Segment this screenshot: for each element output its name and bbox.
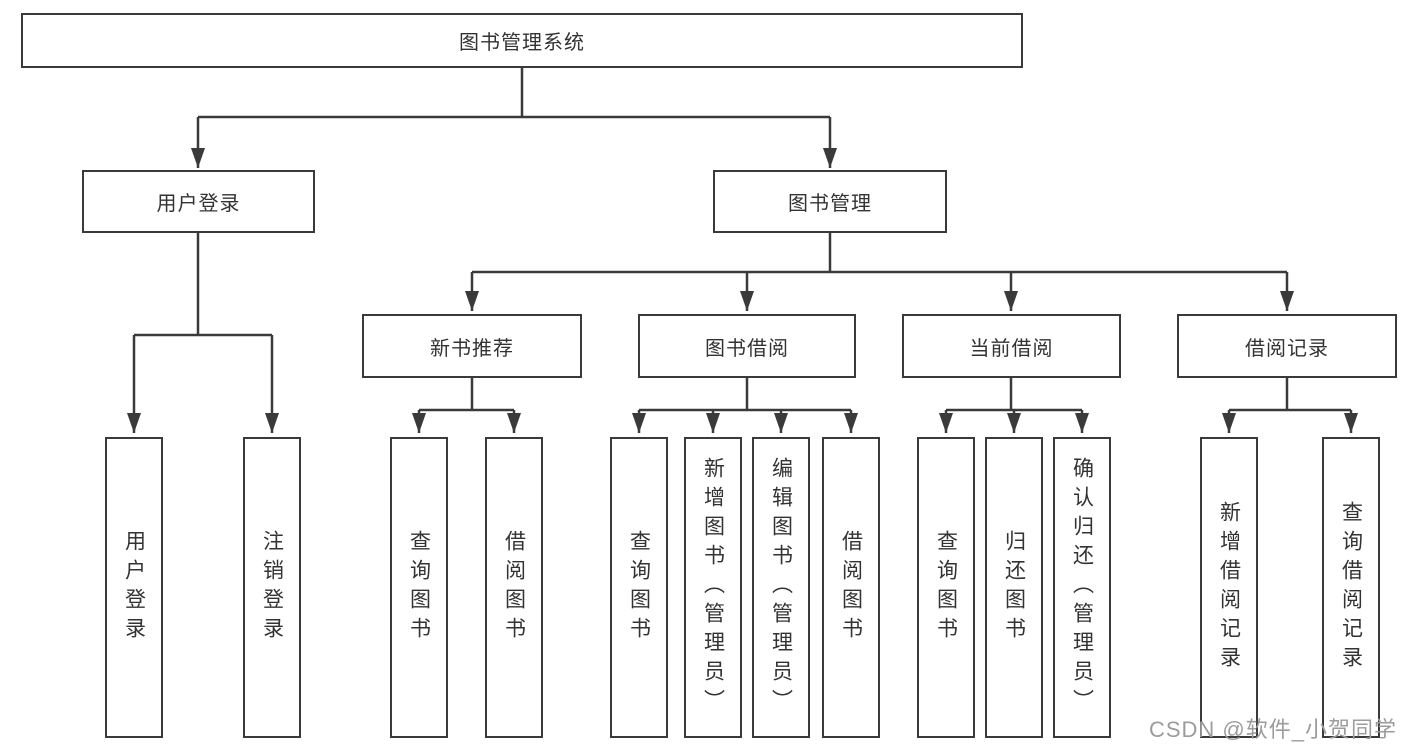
node-book-management-label: 图书管理 [788,193,872,215]
node-leaf-bb-borrow-books: 借阅图书 [822,437,880,738]
node-leaf-cb-query-books-label: 查询图书 [934,529,958,646]
node-user-login: 用户登录 [82,170,315,233]
node-leaf-br-query-record: 查询借阅记录 [1322,437,1380,738]
node-leaf-logout: 注销登录 [243,437,301,738]
node-new-book-recommend: 新书推荐 [362,314,582,378]
node-leaf-user-login-label: 用户登录 [122,529,146,646]
node-borrowing-records: 借阅记录 [1177,314,1397,378]
node-current-borrowing: 当前借阅 [902,314,1121,378]
node-new-book-recommend-label: 新书推荐 [430,337,514,360]
node-leaf-cb-query-books: 查询图书 [917,437,975,738]
node-leaf-bb-add-books: 新增图书（管理员） [684,437,742,738]
watermark: CSDN @软件_小贺同学 [1148,717,1397,742]
node-borrowing-records-label: 借阅记录 [1245,337,1329,360]
node-leaf-rec-borrow-books: 借阅图书 [485,437,543,738]
node-leaf-bb-query-books: 查询图书 [610,437,668,738]
node-book-borrowing: 图书借阅 [638,314,856,378]
node-leaf-cb-confirm-return-label: 确认归还（管理员） [1070,457,1094,718]
node-leaf-user-login: 用户登录 [105,437,163,738]
node-leaf-bb-add-books-label: 新增图书（管理员） [701,457,725,718]
node-leaf-rec-borrow-books-label: 借阅图书 [502,529,526,646]
node-leaf-cb-confirm-return: 确认归还（管理员） [1053,437,1111,738]
node-user-login-label: 用户登录 [156,193,241,215]
node-leaf-cb-return-books-label: 归还图书 [1002,529,1026,646]
node-book-management: 图书管理 [713,170,947,233]
node-leaf-logout-label: 注销登录 [260,529,284,646]
node-leaf-rec-query-books: 查询图书 [390,437,448,738]
node-leaf-rec-query-books-label: 查询图书 [407,529,431,646]
node-leaf-cb-return-books: 归还图书 [985,437,1043,738]
node-leaf-bb-edit-books: 编辑图书（管理员） [752,437,810,738]
node-current-borrowing-label: 当前借阅 [969,337,1054,360]
node-leaf-bb-borrow-books-label: 借阅图书 [839,529,863,646]
node-leaf-br-query-record-label: 查询借阅记录 [1339,500,1363,675]
node-root-label: 图书管理系统 [459,32,585,54]
node-root: 图书管理系统 [21,13,1023,68]
node-book-borrowing-label: 图书借阅 [705,337,789,360]
node-leaf-bb-edit-books-label: 编辑图书（管理员） [769,457,793,718]
node-leaf-bb-query-books-label: 查询图书 [627,529,651,646]
node-leaf-br-add-record: 新增借阅记录 [1200,437,1258,738]
node-leaf-br-add-record-label: 新增借阅记录 [1217,500,1241,675]
